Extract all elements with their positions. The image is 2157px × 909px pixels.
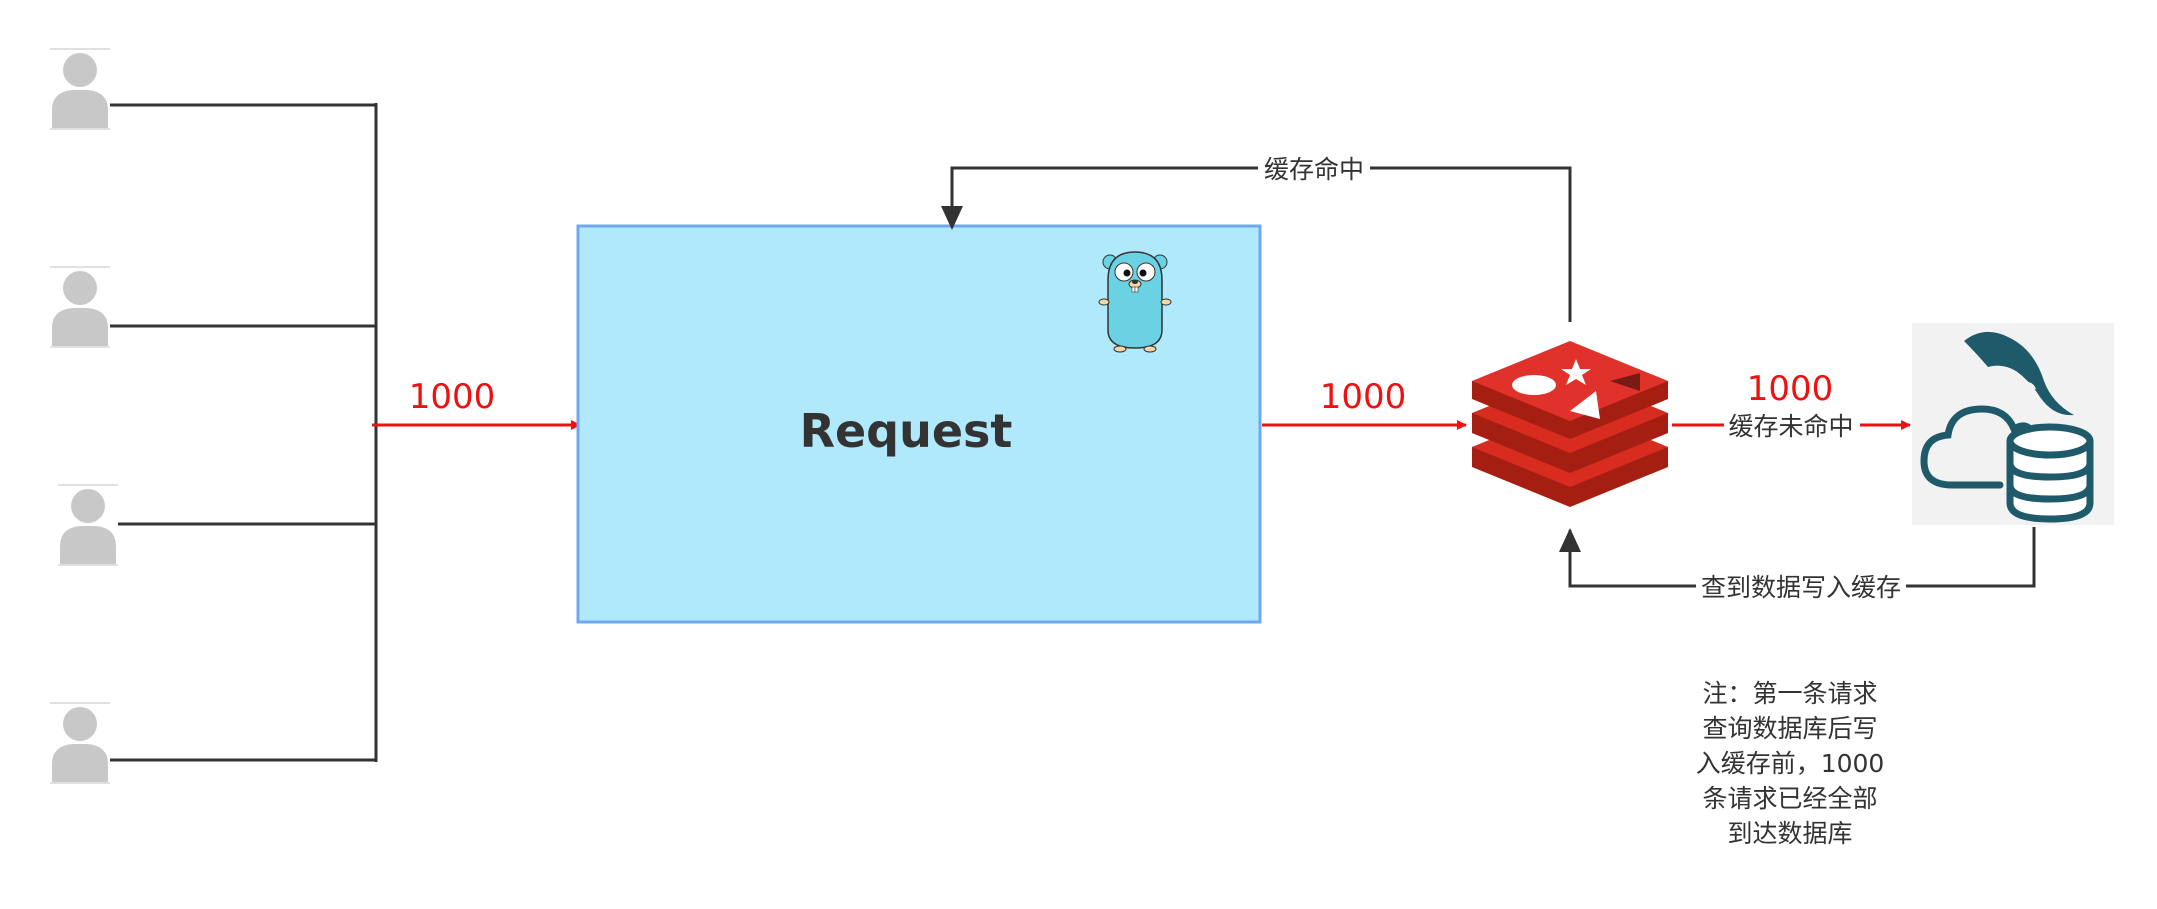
note-text: 注：第一条请求 查询数据库后写 入缓存前，1000 条请求已经全部 到达数据库 <box>1695 679 1885 848</box>
cache-miss-label: 缓存未命中 <box>1728 412 1853 441</box>
redis-icon <box>1472 341 1668 507</box>
cache-hit-label-bg <box>1258 153 1370 183</box>
users-to-request-count: 1000 <box>409 377 496 417</box>
mysql-database-icon <box>1912 323 2114 525</box>
user-icon <box>50 702 110 784</box>
user-icon <box>50 266 110 348</box>
request-to-redis-count: 1000 <box>1320 377 1407 417</box>
user-connector-lines <box>110 103 378 762</box>
user-icon <box>50 48 110 130</box>
user-icon <box>58 484 118 566</box>
cache-hit-label: 缓存命中 <box>1264 155 1364 184</box>
write-back-label: 查到数据写入缓存 <box>1701 573 1901 602</box>
redis-to-mysql-count: 1000 <box>1747 369 1834 409</box>
cache-miss-label-bg <box>1724 411 1860 441</box>
request-label: Request <box>800 404 1013 458</box>
go-gopher-icon <box>1098 251 1172 353</box>
write-back-label-bg <box>1696 571 1906 601</box>
